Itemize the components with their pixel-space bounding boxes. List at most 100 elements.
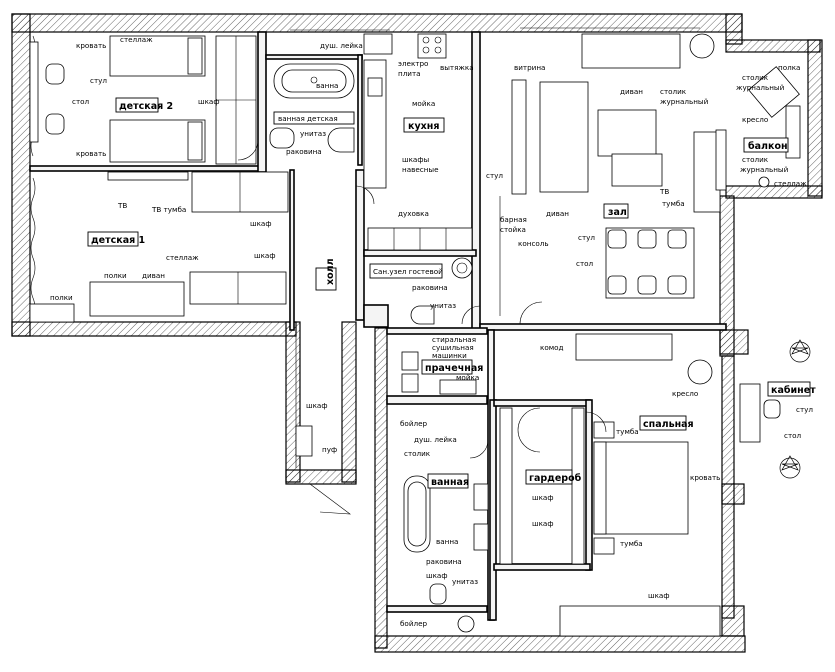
label-stoika: стойка [500,225,526,234]
living-room: витрина диван столик журнальный стул бар… [486,33,721,316]
room-kids2: детская 2 [119,101,173,112]
inner-walls [29,31,727,621]
label-plita: плита [398,69,421,78]
label-dush-leika: душ. лейка [414,435,457,444]
label-stellazh-balcony: стеллаж [774,179,807,188]
room-hallway: холл [325,258,336,285]
kids-room-1: ТВ ТВ тумба шкаф шкаф стеллаж полки дива… [29,171,289,323]
label-vanna-kids: ванна [316,81,338,90]
label-polki-kids1-b: полки [50,293,73,302]
room-cabinet: кабинет [771,385,816,396]
sofa-kids1 [89,281,185,317]
label-sushilnaya: сушильная [432,343,474,352]
room-wardrobe: гардероб [529,473,582,484]
label-unitaz-main: унитаз [452,577,478,586]
label-stul-dining: стул [578,233,595,242]
label-shkaf-bath: шкаф [426,571,447,580]
room-bathroom: ванная [431,477,469,488]
label-divan-side: диван [546,209,569,218]
bar-counter [511,79,527,195]
laundry: стиральная сушильная машинки мойка праче… [401,335,483,395]
label-zhurnalnyi-balcony-1: журнальный [736,83,785,92]
label-krovat-2: кровать [76,149,106,158]
label-duhovka: духовка [398,209,429,218]
label-dush-leika-top: душ. лейка [320,41,363,50]
label-unitaz-kids: унитаз [300,129,326,138]
label-zhurnalnyi-balcony-2: журнальный [740,165,789,174]
label-tumba-bedroom-1: тумба [616,427,639,436]
label-divan-kids1: диван [142,271,165,280]
label-boiler-2: бойлер [400,619,428,628]
label-moika-laundry: мойка [456,373,479,382]
label-vitrina: витрина [514,63,545,72]
wardrobe-bedroom [559,605,721,637]
label-rakovina-guest: раковина [412,283,448,292]
label-tv-zal: ТВ [659,187,669,196]
label-stellazh: стеллаж [120,35,153,44]
room-kids1: детская 1 [91,235,145,246]
room-bedroom: спальная [643,419,694,430]
label-shkaf-hall: шкаф [306,401,327,410]
dresser [575,333,673,361]
balcony: полка столик журнальный кресло столик жу… [715,63,807,191]
label-polki-kids1-a: полки [104,271,127,280]
bed-main [593,441,689,535]
kitchen: душ. лейка электро плита вытяжка мойка ш… [320,33,474,251]
bathroom: бойлер душ. лейка столик ванна раковина … [400,419,489,633]
label-krovat-1: кровать [76,41,106,50]
label-stiralnaya: стиральная [432,335,476,344]
tv-stand-kids1 [107,171,189,181]
label-stul-cabinet: стул [796,405,813,414]
label-tv-kids1: ТВ [117,201,127,210]
label-stolik-zal: столик [660,87,687,96]
label-tumba-zal: тумба [662,199,685,208]
label-moika-kitchen: мойка [412,99,435,108]
label-shkaf-bedroom: шкаф [648,591,669,600]
label-shkaf-wardrobe-a: шкаф [532,493,553,502]
sofa-top [581,33,681,69]
label-vytyazhka: вытяжка [440,63,474,72]
room-balcony: балкон [748,141,788,152]
doors [237,139,607,459]
label-unitaz-guest: унитаз [430,301,456,310]
sofa-side [539,81,589,193]
label-shkafy: шкафы [402,155,429,164]
label-polka-balcony: полка [778,63,800,72]
bath-kids: ванна унитаз раковина ванная детская [269,63,355,156]
label-stolik-balcony-2: столик [742,155,769,164]
label-stul-bar: стул [486,171,503,180]
kids-room-2: стеллаж кровать стул стол кровать шкаф д… [29,35,257,165]
label-mashinki: машинки [432,351,467,360]
label-zhurnalnyi-zal: журнальный [660,97,709,106]
label-stolik-balcony-1: столик [742,73,769,82]
room-kitchen: кухня [408,121,439,132]
room-guest-wc: Сан.узел гостевой [373,267,443,276]
room-laundry: прачечная [425,363,483,374]
label-komod: комод [540,343,564,352]
label-stolik-bath: столик [404,449,431,458]
desk [29,41,39,143]
label-puf: пуф [322,445,337,454]
armchair-balcony [748,66,800,118]
room-zal: зал [608,207,627,218]
plant-2 [779,455,801,479]
bedroom: комод кресло тумба кровать тумба шкаф сп… [540,333,721,637]
room-bath-kids: ванная детская [278,114,338,123]
label-stellazh-kids1: стеллаж [166,253,199,262]
label-boiler-1: бойлер [400,419,428,428]
label-shkaf-kids1-a: шкаф [250,219,271,228]
label-krovat-bedroom: кровать [690,473,720,482]
guest-wc: раковина унитаз Сан.узел гостевой [369,257,473,325]
plant-1 [789,339,811,363]
label-tumba-bedroom-2: тумба [620,539,643,548]
label-stol-cabinet: стол [784,431,801,440]
label-rakovina-main: раковина [426,557,462,566]
wardrobe-room: шкаф шкаф гардероб [499,407,585,565]
label-rakovina-kids: раковина [286,147,322,156]
label-shkaf-wardrobe-b: шкаф [532,519,553,528]
label-elektro: электро [398,59,428,68]
coffee-table [597,109,657,157]
hallway: шкаф пуф холл [295,258,351,515]
label-stul-1: стул [90,76,107,85]
label-tv-tumba-kids1: ТВ тумба [151,205,186,214]
